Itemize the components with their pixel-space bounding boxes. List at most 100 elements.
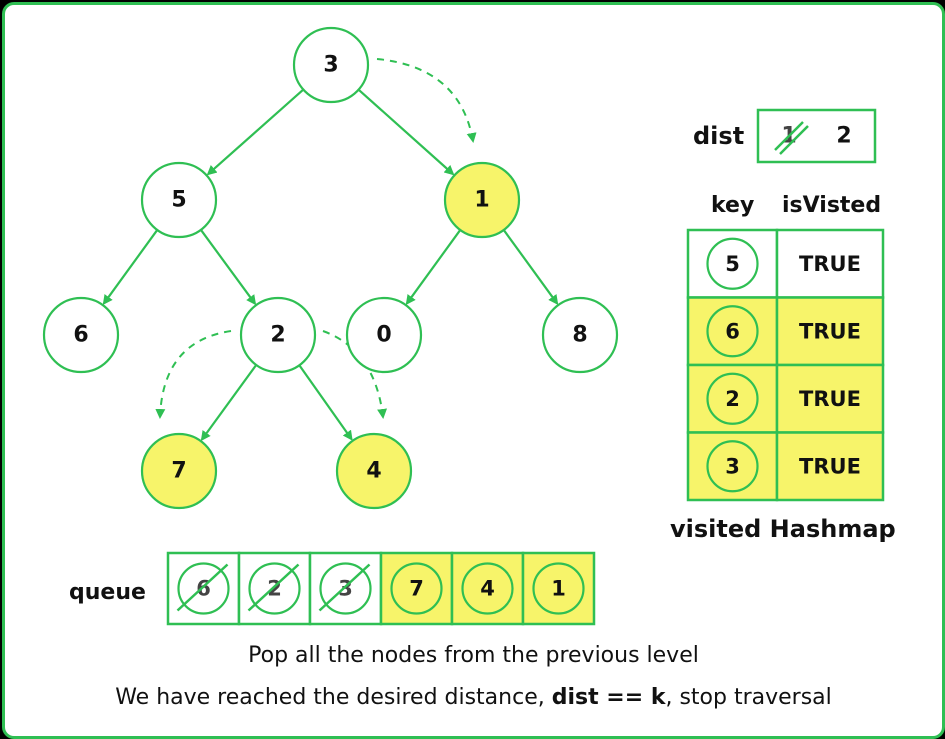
queue-value: 2 [267, 577, 282, 601]
queue-value: 4 [480, 577, 495, 601]
caption-line-2-bold: dist == k [551, 685, 666, 710]
visited-row-3: 3 TRUE [686, 431, 885, 502]
visited-key: 2 [725, 387, 740, 411]
visited-key-circle [706, 440, 759, 493]
visited-header-value: isVisted [782, 193, 882, 218]
visited-value: TRUE [799, 387, 861, 411]
tree-node-label: 8 [572, 323, 587, 348]
tree-node-circle [42, 296, 120, 374]
queue-box: 6 2 3 7 4 1 [166, 551, 596, 626]
queue-item-2: 2 [237, 551, 312, 626]
edge-5-2 [199, 229, 257, 306]
visited-value-cell [775, 228, 885, 299]
edge-3-1 [357, 88, 455, 176]
caption-line-2-post: , stop traversal [665, 685, 832, 710]
queue-cell [450, 551, 525, 626]
queue-item-6: 6 [166, 551, 241, 626]
tree-nodes: 3 5 1 6 2 0 8 7 4 [42, 26, 619, 510]
tree-node-3: 3 [292, 26, 370, 104]
tree-node-8: 8 [541, 296, 619, 374]
tree-node-2: 2 [239, 296, 317, 374]
visited-value: TRUE [799, 252, 861, 276]
visited-key-circle [706, 305, 759, 358]
queue-circle [319, 562, 372, 615]
dashed-arrow-3-to-1 [376, 58, 477, 143]
tree-node-label: 5 [171, 188, 186, 213]
caption-line-2-pre: We have reached the desired distance, [115, 685, 552, 710]
visited-value: TRUE [799, 319, 861, 343]
edge-5-6 [102, 229, 159, 306]
queue-item-1: 1 [521, 551, 596, 626]
dist-box: 12 [756, 108, 877, 164]
tree-node-5: 5 [140, 161, 218, 239]
dist-box-border [756, 108, 877, 164]
strike-line [779, 125, 809, 155]
visited-row-2: 2 TRUE [686, 363, 885, 434]
visited-key-cell [686, 363, 779, 434]
tree-node-circle [140, 161, 218, 239]
queue-item-3: 3 [308, 551, 383, 626]
visited-key-cell [686, 296, 779, 367]
queue-circle [248, 562, 301, 615]
tree-node-circle [140, 432, 218, 510]
tree-node-circle [335, 432, 413, 510]
visited-value-cell [775, 296, 885, 367]
visited-key: 3 [725, 454, 740, 478]
queue-item-7: 7 [379, 551, 454, 626]
visited-caption: visited Hashmap [670, 515, 896, 543]
queue-circle [390, 562, 443, 615]
visited-key: 6 [725, 319, 740, 343]
tree-node-circle [239, 296, 317, 374]
queue-cell [521, 551, 596, 626]
tree-node-label: 3 [323, 53, 338, 78]
queue-circle [177, 562, 230, 615]
tree-node-label: 6 [73, 323, 88, 348]
dist-label: dist [693, 122, 745, 150]
edge-3-5 [206, 88, 305, 176]
queue-item-4: 4 [450, 551, 525, 626]
tree-node-circle [292, 26, 370, 104]
visited-header-key: key [711, 193, 755, 218]
tree-node-label: 2 [270, 323, 285, 348]
visited-key-circle [706, 237, 759, 290]
strike-line [247, 563, 300, 612]
tree-node-label: 0 [376, 323, 391, 348]
visited-value-cell [775, 363, 885, 434]
tree-node-circle [345, 296, 423, 374]
caption-line-1: Pop all the nodes from the previous leve… [248, 643, 699, 668]
tree-node-4: 4 [335, 432, 413, 510]
tree-node-label: 4 [366, 459, 381, 484]
dist-new-value: 2 [836, 124, 851, 149]
visited-row-6: 6 TRUE [686, 296, 885, 367]
tree-node-circle [443, 161, 521, 239]
dashed-arrow-2-to-7 [155, 330, 232, 419]
strike-line [774, 121, 804, 151]
tree-node-0: 0 [345, 296, 423, 374]
visited-key-circle [706, 372, 759, 425]
visited-key: 5 [725, 252, 740, 276]
queue-value: 1 [551, 577, 566, 601]
tree-edges [102, 88, 559, 442]
edge-1-8 [502, 229, 559, 306]
tree-node-1: 1 [443, 161, 521, 239]
strike-line [176, 563, 229, 612]
queue-value: 7 [409, 577, 424, 601]
queue-label: queue [69, 580, 146, 605]
queue-circle [461, 562, 514, 615]
strike-line [318, 563, 371, 612]
tree-node-label: 7 [171, 459, 186, 484]
edge-2-4 [298, 364, 353, 441]
queue-circle [532, 562, 585, 615]
edge-1-0 [405, 229, 462, 306]
caption-line-2: We have reached the desired distance, di… [5, 685, 942, 710]
tree-node-7: 7 [140, 432, 218, 510]
visited-row-5: 5 TRUE [686, 228, 885, 299]
visited-value: TRUE [799, 454, 861, 478]
tree-node-6: 6 [42, 296, 120, 374]
queue-value: 3 [338, 577, 353, 601]
queue-value: 6 [196, 577, 211, 601]
tree-node-circle [541, 296, 619, 374]
